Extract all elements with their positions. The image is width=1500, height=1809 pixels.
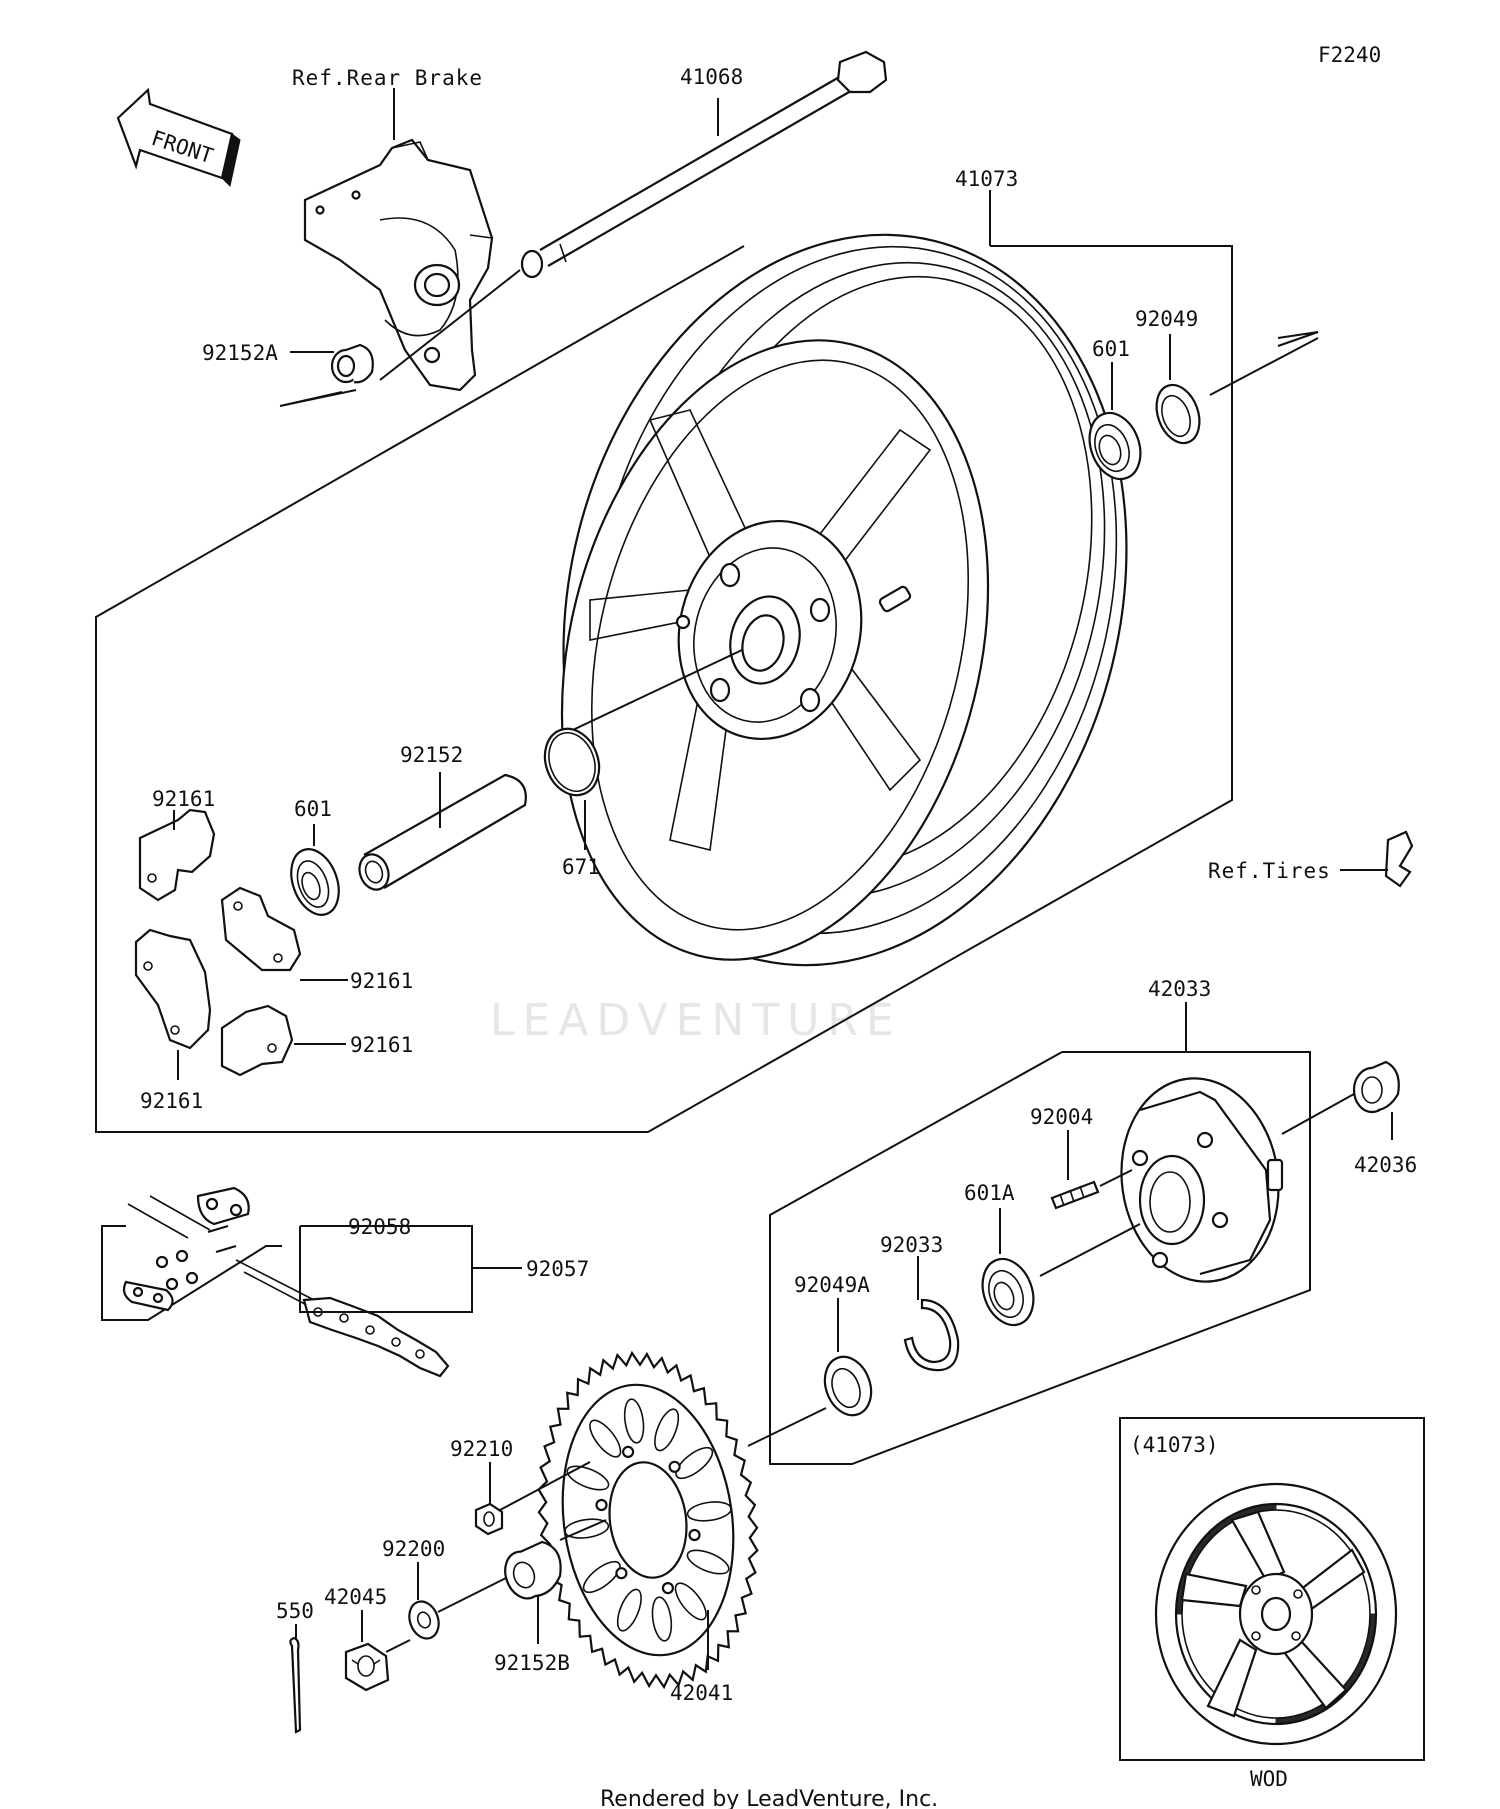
part-label-92049a: 92049A xyxy=(794,1273,870,1297)
bearing-601-right xyxy=(1088,411,1142,481)
part-label-92049: 92049 xyxy=(1135,307,1198,331)
part-label-92152a: 92152A xyxy=(202,341,278,365)
part-label-92161-top: 92161 xyxy=(152,787,215,811)
ref-rear-brake[interactable]: Ref.Rear Brake xyxy=(292,66,483,90)
part-label-92033: 92033 xyxy=(880,1233,943,1257)
chain-92057 xyxy=(101,1186,450,1378)
collar-92152 xyxy=(358,773,527,891)
collar-42036 xyxy=(1352,1060,1400,1114)
sprocket-bolt-hole xyxy=(661,1581,675,1595)
sprocket-bolt-hole xyxy=(668,1460,681,1473)
axle-nut-42045 xyxy=(344,1642,390,1692)
sprocket-hole xyxy=(616,1588,642,1632)
part-label-92004: 92004 xyxy=(1030,1105,1093,1129)
inset-caption: WOD xyxy=(1250,1767,1288,1791)
coupling-42033 xyxy=(1120,1077,1284,1283)
wheel-assy-bracket xyxy=(95,245,1233,1133)
collar-92152b xyxy=(504,1540,562,1600)
part-label-42041: 42041 xyxy=(670,1681,733,1705)
cotter-pin-550 xyxy=(289,1636,302,1734)
seal-92049 xyxy=(1155,383,1201,445)
sprocket-hole xyxy=(686,1549,730,1575)
part-label-601a: 601A xyxy=(964,1181,1015,1205)
part-label-601-right: 601 xyxy=(1092,337,1130,361)
sprocket-hole xyxy=(623,1398,645,1444)
sprocket-hole xyxy=(686,1501,733,1522)
part-label-41073: 41073 xyxy=(955,167,1018,191)
nut-92210 xyxy=(474,1502,504,1536)
ref-tires[interactable]: Ref.Tires xyxy=(1208,859,1331,883)
bearing-601-left xyxy=(290,848,340,916)
circlip-92033 xyxy=(903,1298,960,1372)
oring-671 xyxy=(543,727,601,797)
stud-92004 xyxy=(1050,1180,1100,1210)
sprocket-hole xyxy=(563,1518,610,1539)
bearing-601a xyxy=(981,1257,1035,1327)
sprocket-hole xyxy=(589,1419,622,1458)
part-label-92161-mid: 92161 xyxy=(350,969,413,993)
part-label-92210: 92210 xyxy=(450,1437,513,1461)
part-label-92057: 92057 xyxy=(526,1257,589,1281)
part-label-92161-bottom: 92161 xyxy=(140,1089,203,1113)
sprocket-bolt-hole xyxy=(621,1445,635,1459)
part-label-42036: 42036 xyxy=(1354,1153,1417,1177)
part-label-42045: 42045 xyxy=(324,1585,387,1609)
seal-92049a xyxy=(823,1355,873,1417)
front-arrow: FRONT xyxy=(116,87,241,188)
part-label-601-left: 601 xyxy=(294,797,332,821)
inset-wod: (41073) WOD xyxy=(1119,1417,1425,1791)
part-label-92058: 92058 xyxy=(348,1215,411,1239)
watermark-text: LEADVENTURE xyxy=(490,995,902,1046)
part-label-550: 550 xyxy=(276,1599,314,1623)
part-label-92161-lower: 92161 xyxy=(350,1033,413,1057)
sprocket-hole xyxy=(651,1596,673,1642)
part-label-92200: 92200 xyxy=(382,1537,445,1561)
sprocket-hole xyxy=(582,1560,621,1594)
part-label-92152: 92152 xyxy=(400,743,463,767)
sprocket-hole xyxy=(675,1446,714,1480)
part-label-92152b: 92152B xyxy=(494,1651,570,1675)
part-label-41068: 41068 xyxy=(680,65,743,89)
part-label-671: 671 xyxy=(562,855,600,879)
coupling-bracket xyxy=(769,1051,1311,1465)
washer-92200 xyxy=(408,1600,440,1640)
tire-valve xyxy=(1340,830,1414,888)
rear-wheel xyxy=(560,233,1128,967)
sprocket-hole xyxy=(566,1465,610,1491)
sprocket-42041 xyxy=(537,1350,759,1690)
sprocket-hole xyxy=(654,1408,680,1452)
dampers-92161 xyxy=(134,808,302,1077)
axle-41068 xyxy=(520,50,888,279)
sprocket-bolt-hole xyxy=(595,1498,608,1512)
part-label-42033: 42033 xyxy=(1148,977,1211,1001)
inset-title: (41073) xyxy=(1130,1433,1219,1457)
diagram-code: F2240 xyxy=(1318,43,1381,67)
collar-92152a xyxy=(330,343,374,384)
footer-text: Rendered by LeadVenture, Inc. xyxy=(600,1787,938,1809)
sprocket-bolt-hole xyxy=(615,1567,628,1580)
sprocket-bolt-hole xyxy=(688,1528,701,1542)
sprocket-hole xyxy=(674,1582,707,1621)
